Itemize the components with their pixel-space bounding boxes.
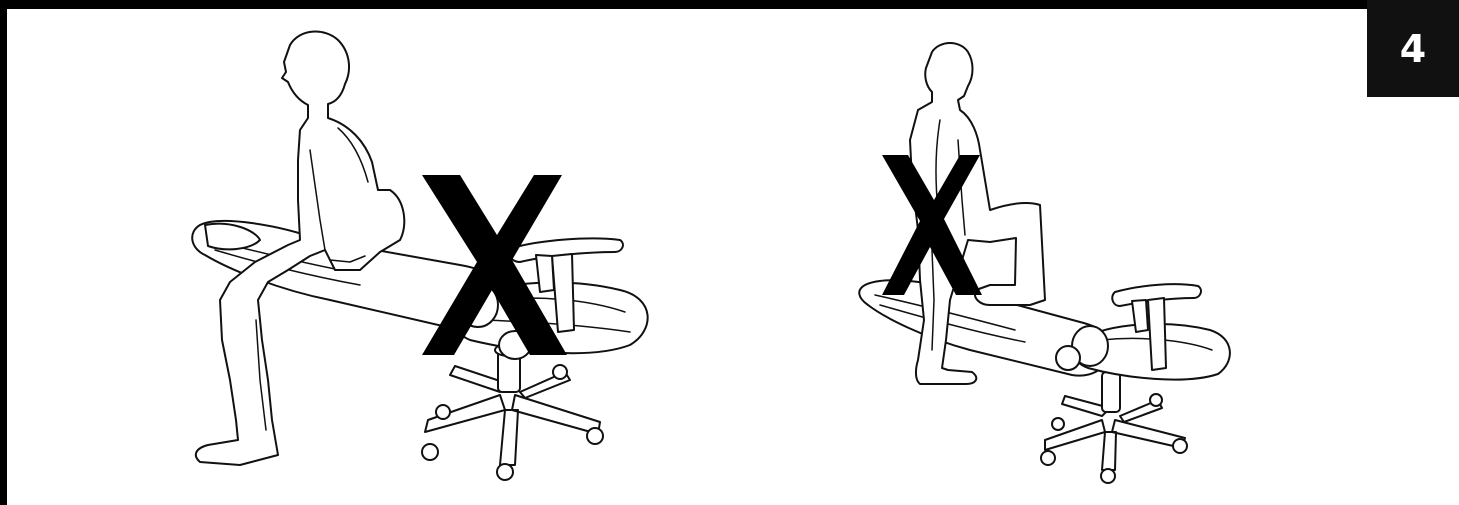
page-number: 4 xyxy=(1400,27,1426,71)
chair-base-icon xyxy=(422,344,603,480)
page-border-left xyxy=(0,0,7,505)
sitting-person-chair-drawing xyxy=(160,0,720,505)
illustration-sitting-on-reclined-chair xyxy=(160,0,720,505)
page-number-badge: 4 xyxy=(1367,0,1459,97)
illustration-standing-on-reclined-chair xyxy=(840,0,1280,505)
standing-person-chair-drawing xyxy=(840,0,1280,505)
chair-base-icon xyxy=(1041,372,1187,483)
